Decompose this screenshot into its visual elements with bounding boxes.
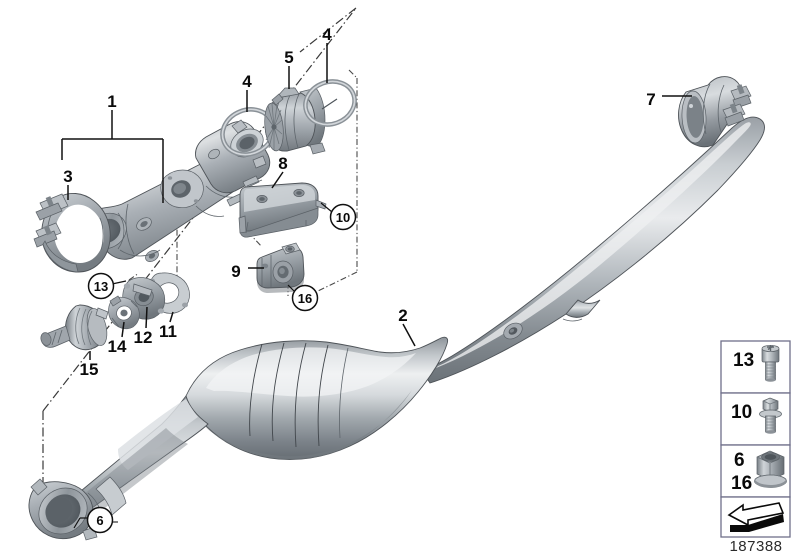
part-catalytic-converter-front-pipe [28,116,765,541]
hex-flange-nut-icon [754,450,787,488]
socket-head-cap-screw-icon [761,344,780,382]
callout-leaders [61,43,692,529]
manifold-contours [119,185,235,257]
bellows-front-face [264,102,284,152]
legend-label-16: 16 [731,473,752,494]
part-o-ring-seal-rear [303,79,357,127]
legend-label-13: 13 [733,350,754,371]
front-pipe-highlight [436,122,751,368]
construction-line-right-elbow [348,69,358,79]
callout-label-14: 14 [108,337,127,356]
part-exhaust-manifold-assembly [87,119,271,262]
part-pipe-clamp [33,193,111,273]
callout-label-13: 13 [94,279,108,294]
manifold-sensor-port [160,169,204,208]
callout-label-12: 12 [134,328,153,347]
callout-circle-10 [329,203,357,231]
part-heat-shield-bracket [238,182,327,238]
direction-arrow-icon [727,502,785,532]
callout-circle-16 [291,284,319,312]
fastener-legend: 13 10 [720,340,791,555]
callout-label-16: 16 [298,291,312,306]
callout-label-6: 6 [96,513,103,528]
part-oxygen-sensor [40,304,109,351]
converter-ribs [249,342,349,448]
callout-label-4-rear: 4 [322,25,332,44]
callout-label-2: 2 [398,306,407,325]
callout-label-3: 3 [63,167,72,186]
legend-row-10 [720,392,791,446]
callout-label-11: 11 [159,322,177,341]
callout-label-4-front: 4 [242,72,252,91]
legend-row-13 [720,340,791,394]
construction-line-top [299,7,357,53]
diagram-id-number: 187388 [729,538,782,555]
manifold-outlet-flange [230,119,267,169]
front-pipe-sensor-boss [503,322,523,340]
construction-line-13-elbow [128,272,140,281]
legend-label-6: 6 [734,450,745,471]
callout-label-15: 15 [80,360,99,379]
callout-label-10: 10 [336,210,350,225]
callout-label-8: 8 [278,154,287,173]
callout-circles [86,203,357,534]
manifold-body-bosses [136,148,220,262]
front-pipe-lower-flange [28,478,102,541]
converter-highlight [206,347,416,397]
part-mounting-bracket [256,242,305,293]
pipe-clamp-bolt-lugs [33,193,69,248]
construction-line-right-lower [315,271,358,293]
part-clamp-ring [108,295,140,330]
part-pipe-sleeve-clamp [678,76,752,148]
callout-label-5: 5 [284,48,293,67]
legend-label-10: 10 [731,402,752,423]
front-pipe-sleeve-joint [562,299,601,322]
converter-cone-shade [73,428,188,518]
callout-label-7: 7 [646,90,655,109]
callout-circle-6 [86,506,114,534]
converter-cone-highlight [118,399,198,470]
callout-circle-13 [87,272,115,300]
callout-label-9: 9 [231,262,240,281]
callout-labels: 1 3 4 5 4 7 8 9 2 11 12 14 15 10 16 13 6 [63,25,655,528]
front-pipe-collar-band [95,476,127,516]
callout-label-1: 1 [107,92,116,111]
hex-flange-bolt-icon [759,397,782,434]
sleeve-clamp-bolt-lugs [722,84,752,127]
